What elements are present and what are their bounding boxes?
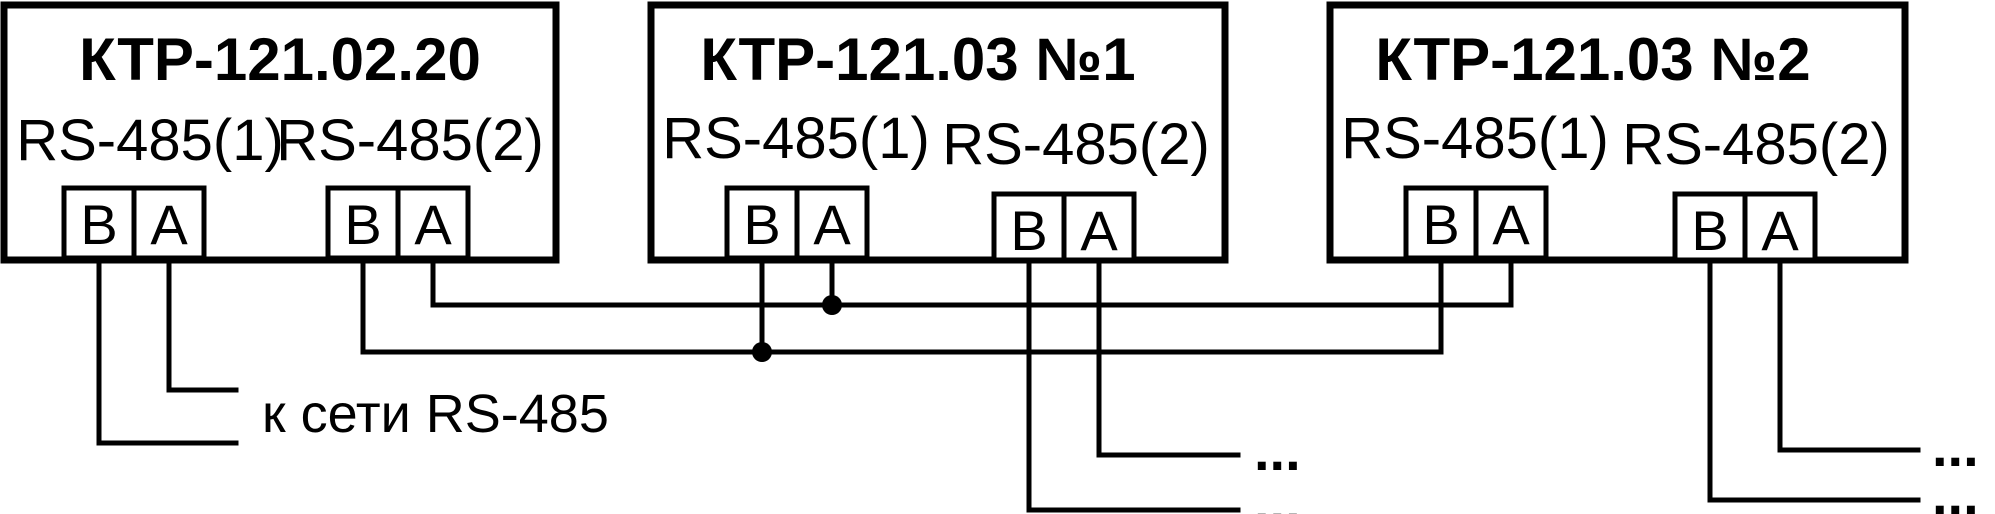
device-2-port-2-a-label: A (1080, 199, 1118, 262)
junction-dot-b (752, 342, 772, 362)
device-1-port-2-a-label: A (414, 193, 452, 256)
device-2-port-1-b-label: B (743, 193, 780, 256)
device-1-port-1-b-label: B (80, 193, 117, 256)
device-2-port-1-a-label: A (813, 193, 851, 256)
wire-network-a (166, 255, 239, 393)
device-1-port-2-b-label: B (344, 193, 381, 256)
wire-device-3-port-2-b (1707, 257, 1921, 503)
continuation-device-3-a: ... (1932, 415, 1979, 478)
device-1-port-2-label: RS-485(2) (276, 108, 544, 173)
continuation-device-2-b: ... (1254, 471, 1301, 514)
device-2-title: КТР-121.03 №1 (700, 26, 1135, 93)
device-3-title: КТР-121.03 №2 (1375, 26, 1810, 93)
wire-bus-b (360, 255, 1444, 355)
device-2-port-2-b-label: B (1010, 199, 1047, 262)
continuation-device-3-b: ... (1932, 463, 1979, 514)
device-2-port-2-label: RS-485(2) (942, 112, 1210, 177)
wire-network-b (96, 255, 239, 446)
device-1-port-1-label: RS-485(1) (16, 108, 284, 173)
device-1-port-1-a-label: A (150, 193, 188, 256)
device-2-port-1-label: RS-485(1) (662, 106, 930, 171)
device-2-port-1-terminal-a (794, 185, 870, 261)
device-2-port-2-terminal-a (1061, 191, 1137, 263)
wire-device-3-port-2-a (1777, 257, 1921, 453)
device-1-title: КТР-121.02.20 (79, 26, 481, 93)
wire-device-2-port-2-b (1026, 257, 1241, 513)
continuation-device-2-a: ... (1254, 419, 1301, 482)
device-3-port-2-b-label: B (1691, 199, 1728, 262)
wire-bus-a (430, 255, 1514, 308)
wire-device-2-port-2-a (1096, 257, 1241, 458)
device-3-port-1-label: RS-485(1) (1341, 106, 1609, 171)
device-3-port-1-a-label: A (1492, 193, 1530, 256)
junction-dot-a (822, 295, 842, 315)
device-3-port-2-label: RS-485(2) (1622, 112, 1890, 177)
device-3-port-2-a-label: A (1761, 199, 1799, 262)
network-label: к сети RS-485 (262, 384, 609, 444)
device-3-port-1-b-label: B (1422, 193, 1459, 256)
